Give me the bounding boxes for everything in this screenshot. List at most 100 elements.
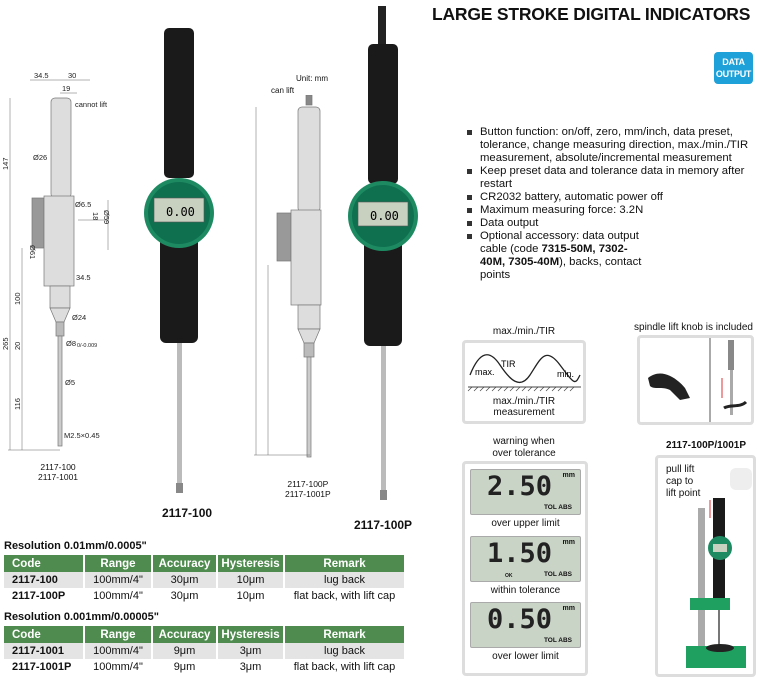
technical-drawing-flat-back (254, 95, 322, 458)
dim-label: 116 (13, 398, 22, 410)
dim-label: 18 (91, 212, 100, 220)
note-line: lift point (666, 488, 701, 499)
tir-min-label: min. (557, 369, 574, 379)
dim-tolerance: 0/-0.009 (77, 343, 97, 349)
cell: 100mm/4" (84, 588, 153, 604)
cell: 30μm (152, 588, 218, 604)
cell: 3μm (217, 659, 285, 675)
badge-line2: OUTPUT (715, 69, 752, 79)
feature-list: Button function: on/off, zero, mm/inch, … (465, 126, 757, 282)
cell: 10μm (217, 572, 285, 588)
lcd-caption: over upper limit (491, 518, 560, 529)
optional-prefix: Optional accessory: data output cable (c… (480, 230, 639, 255)
col-header: Remark (284, 555, 406, 572)
dim-label: Ø8 (66, 339, 76, 348)
dim-label: 20 (13, 342, 22, 350)
tol-indicator: TOL ABS (543, 571, 572, 578)
stand-photo (686, 468, 752, 668)
cell: 9μm (152, 643, 218, 659)
dim-label: Ø6.5 (75, 200, 91, 209)
cell: flat back, with lift cap (284, 659, 406, 675)
col-header: Range (84, 555, 153, 572)
optional-suffix: ), backs, contact points (480, 256, 642, 281)
cannot-lift-note: cannot lift (75, 100, 108, 109)
display-value: 0.00 (166, 205, 195, 219)
cell: 2117-1001 (4, 643, 85, 659)
can-lift-note: can lift (271, 86, 295, 95)
code: 2117-100P (287, 479, 329, 489)
col-header: Code (4, 626, 85, 643)
cell: lug back (284, 572, 406, 588)
technical-drawing-lug-back: 34.5 30 19 cannot lift Ø26 Ø6.5 18 34.5 … (1, 71, 111, 451)
dim-label: Ø24 (72, 313, 86, 322)
col-header: Range (84, 626, 153, 643)
code: 2117-1001 (38, 472, 79, 482)
dim-label: M2.5×0.45 (64, 431, 100, 440)
dim-label: Ø61 (28, 245, 37, 259)
dim-label: 100 (13, 292, 22, 305)
dim-label: 265 (1, 337, 10, 350)
model-label: 2117-100 (162, 506, 213, 520)
tir-label: TIR (501, 359, 516, 369)
dim-label: Ø59 (102, 210, 111, 224)
table-title: Resolution 0.01mm/0.0005" (4, 540, 147, 552)
cell: lug back (284, 643, 406, 659)
model-label: 2117-100P (354, 518, 413, 532)
feature-item: Button function: on/off, zero, mm/inch, … (465, 126, 757, 165)
stand-title: 2117-100P/1001P (665, 440, 747, 451)
code: 2117-100 (40, 462, 76, 472)
lcd-value: 1.50 (487, 538, 553, 569)
cell: 100mm/4" (84, 572, 153, 588)
cell: 2117-100P (4, 588, 85, 604)
col-header: Hysteresis (217, 626, 285, 643)
col-header: Remark (284, 626, 406, 643)
cell: 9μm (152, 659, 218, 675)
ok-flag: OK (505, 573, 513, 579)
tol-indicator: TOL ABS (543, 504, 572, 511)
col-header: Hysteresis (217, 555, 285, 572)
tir-title: max./min./TIR (492, 326, 556, 337)
tir-caption: measurement (493, 407, 555, 418)
unit-label: Unit: mm (296, 74, 328, 83)
cell: flat back, with lift cap (284, 588, 406, 604)
dim-label: 34.5 (34, 71, 49, 80)
col-header: Code (4, 555, 85, 572)
table-title: Resolution 0.001mm/0.00005" (4, 611, 160, 623)
unit: mm (562, 605, 575, 612)
dim-label: Ø26 (33, 153, 47, 162)
feature-item: Keep preset data and tolerance data in m… (465, 165, 757, 191)
optional-codes: 7315-50M, 7302-40M, 7305-40M (480, 243, 628, 268)
warning-title-line: over tolerance (492, 448, 556, 459)
feature-item: CR2032 battery, automatic power off (465, 191, 757, 204)
product-photo-2117-100P: 0.00 (348, 6, 418, 500)
tir-caption: max./min./TIR (492, 396, 556, 407)
dim-label: 34.5 (76, 273, 91, 282)
dim-label: 19 (62, 84, 70, 93)
badge-line1: DATA (722, 57, 745, 67)
knob-panel (637, 335, 754, 425)
feature-item: Maximum measuring force: 3.2N (465, 204, 757, 217)
lift-knob-photo (648, 338, 748, 422)
cell: 2117-100 (4, 572, 85, 588)
code: 2117-1001P (285, 489, 331, 499)
tol-indicator: TOL ABS (543, 637, 572, 644)
unit: mm (562, 472, 575, 479)
lcd-caption: within tolerance (490, 585, 561, 596)
lcd-value: 0.50 (487, 604, 553, 635)
dim-label: Ø5 (65, 378, 75, 387)
note-line: pull lift (666, 464, 695, 475)
cell: 100mm/4" (84, 643, 153, 659)
cell: 30μm (152, 572, 218, 588)
